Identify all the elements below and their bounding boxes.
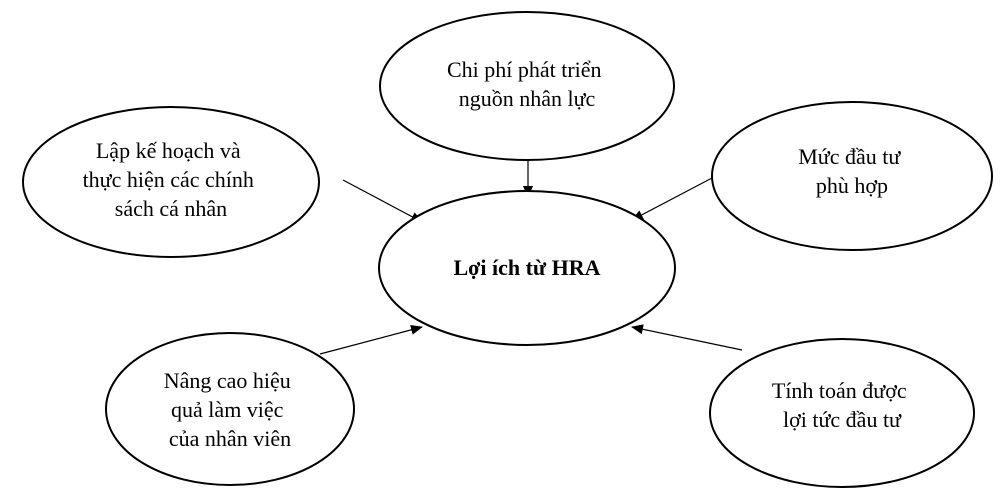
node-upper-left-ellipse [22, 106, 320, 258]
node-upper-left-line-3: sách cá nhân [115, 196, 227, 221]
node-upper-left-line-1: Lập kế hoạch và [96, 138, 241, 163]
node-top: Chi phí phát triển nguồn nhân lực [379, 11, 675, 161]
node-upper-right-line-2: phù hợp [816, 173, 888, 198]
node-center-label: Lợi ích từ HRA [454, 255, 601, 280]
arrow-lower-left-to-center [319, 324, 423, 355]
node-lower-left-line-2: quả làm việc [171, 397, 284, 422]
node-upper-left: Lập kế hoạch và thực hiện các chính sách… [22, 106, 320, 258]
node-upper-left-label: Lập kế hoạch và thực hiện các chính sách… [83, 138, 260, 221]
node-upper-right-line-1: Mức đầu tư [798, 144, 901, 169]
node-lower-left: Nâng cao hiệu quả làm việc của nhân viên [105, 332, 355, 486]
node-lower-left-line-3: của nhân viên [169, 426, 291, 451]
arrow-lower-right-to-center [631, 324, 743, 351]
node-top-line-1: Chi phí phát triển [447, 57, 602, 82]
node-lower-right: Tính toán được lợi tức đầu tư [709, 338, 975, 488]
node-lower-left-ellipse [105, 332, 355, 486]
node-upper-right-label: Mức đầu tư phù hợp [798, 144, 906, 198]
node-center: Lợi ích từ HRA [378, 190, 676, 346]
node-lower-left-line-1: Nâng cao hiệu [164, 368, 291, 393]
arrow-upper-right-to-center [631, 177, 713, 221]
node-center-ellipse [378, 190, 676, 346]
node-lower-right-line-1: Tính toán được [772, 378, 907, 403]
node-top-line-2: nguồn nhân lực [459, 86, 596, 111]
node-lower-left-label: Nâng cao hiệu quả làm việc của nhân viên [164, 368, 297, 451]
arrow-upper-left-to-center [342, 179, 423, 223]
node-lower-right-label: Tính toán được lợi tức đầu tư [772, 378, 912, 432]
node-lower-right-ellipse [709, 338, 975, 488]
node-upper-right: Mức đầu tư phù hợp [711, 101, 993, 251]
node-upper-left-line-2: thực hiện các chính [83, 167, 254, 192]
node-top-ellipse [379, 11, 675, 161]
node-upper-right-ellipse [711, 101, 993, 251]
node-lower-right-line-2: lợi tức đầu tư [783, 407, 902, 432]
node-top-label: Chi phí phát triển nguồn nhân lực [447, 57, 607, 111]
